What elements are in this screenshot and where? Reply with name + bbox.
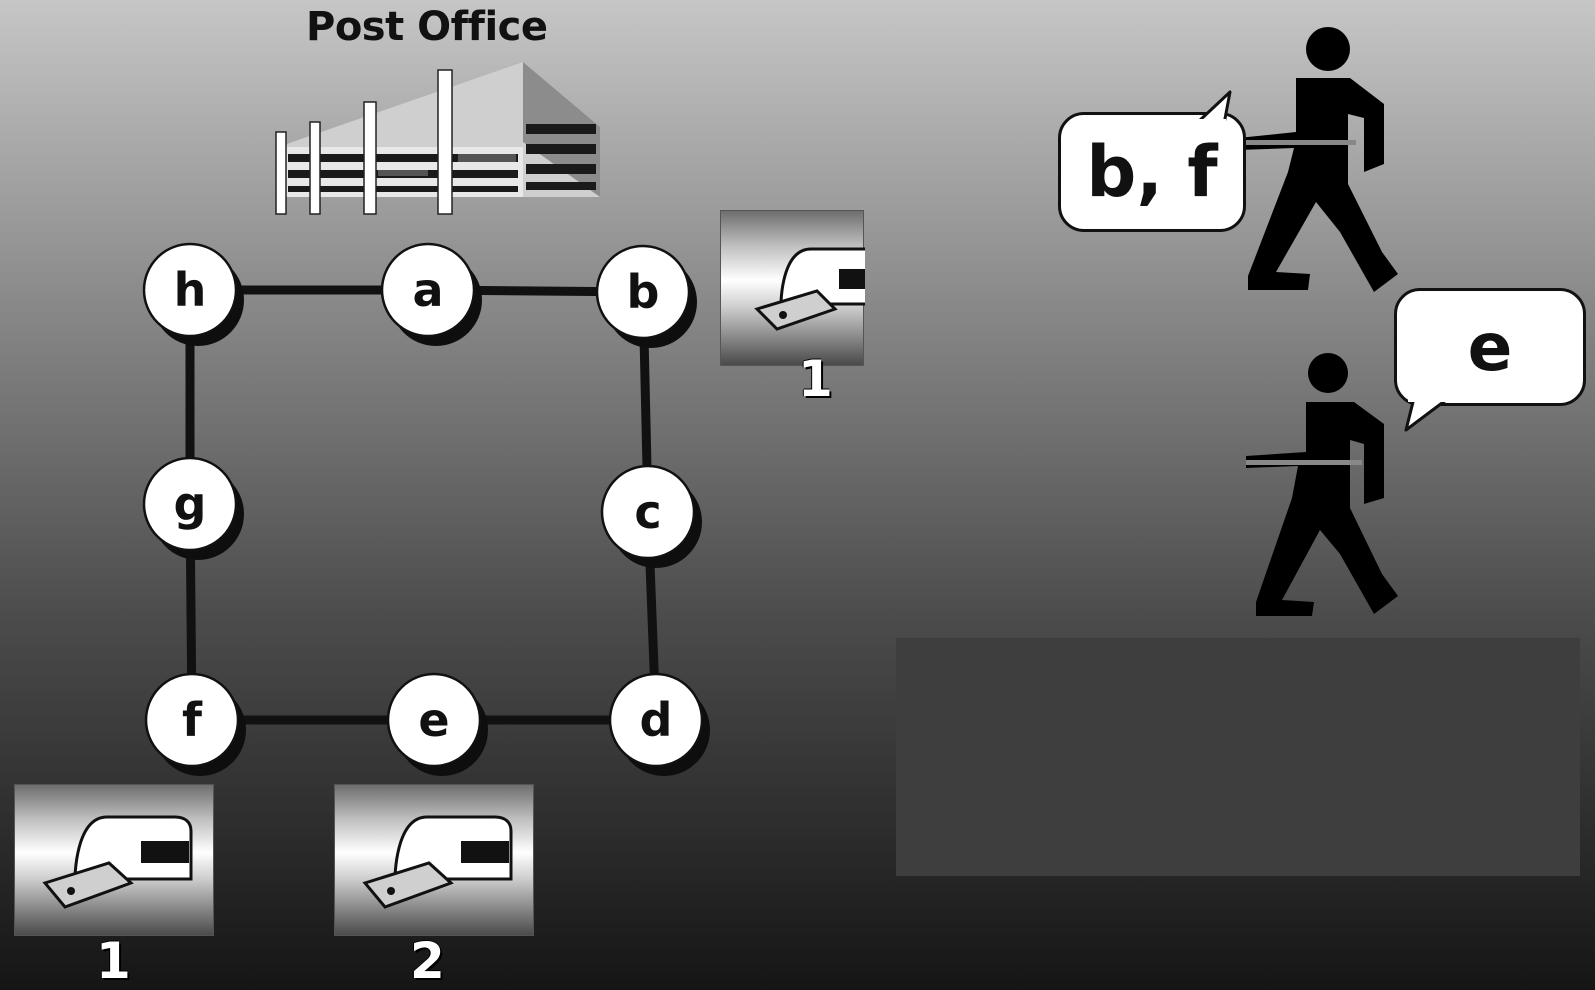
walker-1-bubble-tail xyxy=(1196,90,1232,124)
dark-panel xyxy=(896,638,1580,876)
mailbox-icon xyxy=(754,247,865,331)
node-g[interactable]: g xyxy=(142,456,244,560)
mailbox-f-label: 1 xyxy=(96,932,131,990)
walking-person-icon xyxy=(1246,353,1398,616)
node-a[interactable]: a xyxy=(380,242,482,346)
node-d-circle xyxy=(608,672,704,768)
walker-2-bubble-text: e xyxy=(1467,308,1513,386)
node-e-circle xyxy=(386,672,482,768)
node-f[interactable]: f xyxy=(144,672,246,776)
node-e[interactable]: e xyxy=(386,672,488,776)
walker-1-speech-bubble: b, f xyxy=(1058,112,1246,232)
node-a-circle xyxy=(380,242,476,338)
mailbox-icon xyxy=(42,815,193,909)
walker-1-bubble-text: b, f xyxy=(1086,131,1218,213)
post-office-building-icon xyxy=(275,62,600,215)
node-h-circle xyxy=(142,242,238,338)
node-b-circle xyxy=(595,244,691,340)
mailbox-b xyxy=(720,210,865,366)
node-d-label: d xyxy=(640,693,673,747)
node-g-label: g xyxy=(174,477,207,531)
node-f-circle xyxy=(144,672,240,768)
mailbox-e xyxy=(334,784,534,936)
mailbox-f xyxy=(14,784,214,936)
node-c-label: c xyxy=(634,485,661,539)
node-b[interactable]: b xyxy=(595,244,697,348)
mailbox-icon xyxy=(362,815,513,909)
post-office-title: Post Office xyxy=(306,4,548,50)
mailbox-e-label: 2 xyxy=(410,932,445,990)
walker-2-bubble-tail xyxy=(1404,396,1448,432)
node-e-label: e xyxy=(418,693,449,747)
node-g-circle xyxy=(142,456,238,552)
walker-2-speech-bubble: e xyxy=(1394,288,1586,406)
node-a-label: a xyxy=(412,263,443,317)
node-h[interactable]: h xyxy=(142,242,244,346)
node-b-label: b xyxy=(627,265,660,319)
node-c-circle xyxy=(600,464,696,560)
node-h-label: h xyxy=(174,263,207,317)
mailbox-b-label: 1 xyxy=(798,350,833,408)
node-f-label: f xyxy=(182,693,203,747)
walking-person-icon xyxy=(1238,27,1398,292)
node-d[interactable]: d xyxy=(608,672,710,776)
node-c[interactable]: c xyxy=(600,464,702,568)
